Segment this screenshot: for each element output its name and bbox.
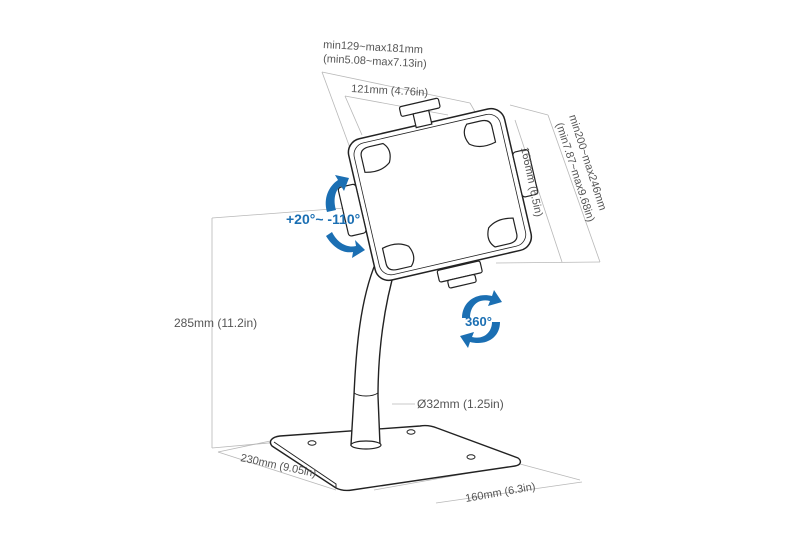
screw-hole bbox=[406, 429, 416, 435]
screw-hole bbox=[466, 454, 476, 460]
screw-hole bbox=[307, 440, 317, 446]
rotate-360-icon bbox=[460, 290, 502, 348]
holder-width-label: 121mm (4.76in) bbox=[351, 83, 429, 99]
base-width-label: 160mm (6.3in) bbox=[464, 481, 536, 505]
dimension-lines bbox=[211, 71, 601, 504]
total-height-label: 285mm (11.2in) bbox=[174, 316, 257, 330]
pole-diameter-label: Ø32mm (1.25in) bbox=[417, 397, 504, 411]
base-plate bbox=[269, 424, 522, 492]
swivel-label: 360° bbox=[465, 314, 492, 329]
clamp-width-range-in-label: (min5.08~max7.13in) bbox=[323, 53, 427, 70]
tablet-holder bbox=[337, 97, 539, 289]
clamp-width-range-label: min129~max181mm bbox=[323, 39, 423, 56]
curved-arrows-icon bbox=[325, 175, 365, 258]
gooseneck-pole bbox=[350, 261, 397, 450]
tilt-angle-label: +20°~ -110° bbox=[286, 211, 360, 227]
